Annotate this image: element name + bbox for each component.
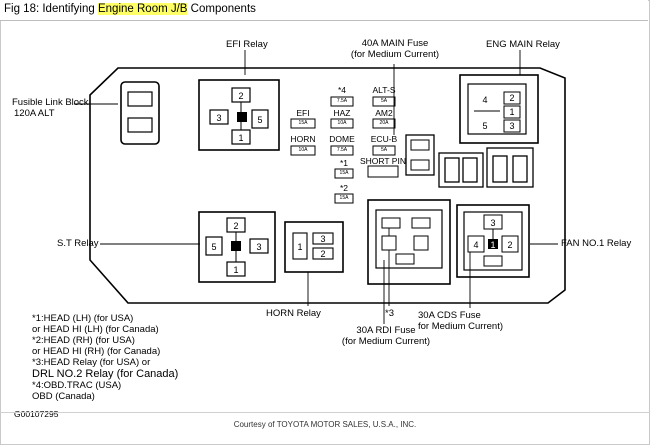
- note-line: or HEAD HI (LH) (for Canada): [32, 324, 159, 335]
- fan-relay-label: FAN NO.1 Relay: [561, 238, 632, 249]
- efi-relay-label: EFI Relay: [226, 39, 268, 50]
- rdi-fuse-label: 30A RDI Fuse (for Medium Current): [330, 325, 442, 347]
- fuse-star1-rating: 15A: [339, 170, 349, 176]
- st-pin-3: 3: [256, 242, 261, 252]
- fan-pin-2: 2: [507, 240, 512, 250]
- st-pin-1: 1: [233, 265, 238, 275]
- figure-title-suffix: Components: [187, 3, 256, 15]
- horn-pin-1: 1: [297, 242, 302, 252]
- cds-fuse-label-line2: for Medium Current): [418, 321, 503, 332]
- fan-pin-4: 4: [473, 240, 478, 250]
- junction-block-drawing: 2 3 5 1: [74, 50, 566, 324]
- note-line: *1:HEAD (LH) (for USA): [32, 313, 134, 324]
- fuse-star2-rating: 15A: [339, 195, 349, 201]
- fuse-star4-name: *4: [337, 85, 347, 95]
- fuse-am2-name: AM2: [375, 108, 393, 118]
- main-fuse-label-line1: 40A MAIN Fuse: [361, 38, 429, 49]
- figure-title-highlight: Engine Room J/B: [97, 3, 188, 15]
- fuse-efi-rating: 15A: [298, 120, 308, 126]
- medium-fuse-slots: [438, 147, 534, 188]
- figure-code: G00107295: [14, 409, 59, 419]
- main-fuse-label: 40A MAIN Fuse (for Medium Current): [340, 38, 450, 60]
- efi-pin-3: 3: [216, 113, 221, 123]
- courtesy-text: Courtesy of TOYOTA MOTOR SALES, U.S.A., …: [233, 420, 417, 429]
- fan-relay-socket: [456, 204, 530, 278]
- eng-main-pin-3: 3: [509, 121, 514, 131]
- block-outline: [89, 67, 566, 304]
- fuse-alts-name: ALT-S: [372, 85, 396, 95]
- rdi-fuse-label-line2: (for Medium Current): [341, 336, 431, 347]
- eng-main-relay-label: ENG MAIN Relay: [486, 39, 560, 50]
- fuse-haz-rating: 10A: [337, 120, 347, 126]
- fuse-ecub-rating: 5A: [380, 147, 388, 153]
- efi-pin-1: 1: [238, 133, 243, 143]
- fuse-star1-name: *1: [339, 158, 349, 168]
- fuse-haz-name: HAZ: [333, 108, 351, 118]
- note-line: *2:HEAD (RH) (for USA): [32, 335, 135, 346]
- fuse-star4-rating: 7.5A: [336, 98, 348, 104]
- star3-label: *3: [385, 308, 394, 319]
- horn-relay-socket: [284, 221, 344, 273]
- st-relay-socket: [198, 211, 276, 283]
- fuse-dome-name: DOME: [329, 134, 355, 144]
- fusible-link-block: [120, 81, 160, 145]
- eng-main-pin-5: 5: [482, 121, 487, 131]
- eng-main-pin-2: 2: [509, 93, 514, 103]
- fusible-link-label-line2: 120A ALT: [14, 108, 55, 119]
- main-fuse-label-line2: (for Medium Current): [350, 49, 440, 60]
- horn-pin-2: 2: [320, 249, 325, 259]
- eng-main-pin-1: 1: [509, 107, 514, 117]
- head-relay-socket: [367, 199, 451, 285]
- note-line: *4:OBD.TRAC (USA): [32, 380, 122, 391]
- notes-list: *1:HEAD (LH) (for USA) or HEAD HI (LH) (…: [32, 313, 178, 402]
- figure-header: Fig 18: Identifying Engine Room J/B Comp…: [0, 0, 648, 21]
- note-line: OBD (Canada): [32, 391, 95, 402]
- cds-fuse-label-line1: 30A CDS Fuse: [418, 310, 481, 321]
- efi-pin-5: 5: [257, 115, 262, 125]
- eng-main-pin-4: 4: [482, 95, 487, 105]
- st-relay-label: S.T Relay: [57, 238, 99, 249]
- fuse-star2-name: *2: [339, 183, 349, 193]
- horn-pin-3: 3: [320, 234, 325, 244]
- fan-pin-1: 1: [490, 240, 495, 250]
- note-line: or HEAD HI (RH) (for Canada): [32, 346, 161, 357]
- efi-relay-socket: [198, 79, 280, 151]
- horn-relay-label: HORN Relay: [266, 308, 321, 319]
- fusible-link-label: Fusible Link Block 120A ALT: [12, 97, 89, 119]
- fuse-slots: [290, 96, 399, 204]
- figure-title-prefix: Fig 18: Identifying: [4, 3, 98, 15]
- short-pin-label: SHORT PIN: [360, 156, 406, 166]
- note-line: DRL NO.2 Relay (for Canada): [32, 368, 179, 380]
- main-fuse: [405, 134, 435, 176]
- figure-title: Fig 18: Identifying Engine Room J/B Comp…: [4, 3, 256, 15]
- rdi-fuse-label-line1: 30A RDI Fuse: [356, 325, 416, 336]
- fuse-alts-rating: 5A: [380, 98, 388, 104]
- fan-pin-3: 3: [490, 218, 495, 228]
- st-pin-2: 2: [233, 221, 238, 231]
- junction-block-diagram: EFI Relay 40A MAIN Fuse (for Medium Curr…: [0, 20, 650, 420]
- efi-pin-2: 2: [238, 91, 243, 101]
- fuse-am2-rating: 20A: [379, 120, 389, 126]
- fuse-dome-rating: 7.5A: [336, 147, 348, 153]
- eng-main-relay-socket: [459, 74, 539, 144]
- fuse-horn-rating: 10A: [298, 147, 308, 153]
- fuse-efi-name: EFI: [296, 108, 310, 118]
- fusible-link-label-line1: Fusible Link Block: [12, 97, 89, 108]
- leader-lines: [74, 50, 558, 324]
- fuse-horn-name: HORN: [290, 134, 316, 144]
- cds-fuse-label: 30A CDS Fuse for Medium Current): [418, 310, 503, 332]
- footer-divider: [0, 412, 650, 413]
- st-pin-5: 5: [211, 242, 216, 252]
- fuse-ecub-name: ECU-B: [370, 134, 398, 144]
- note-line: *3:HEAD Relay (for USA) or: [32, 357, 151, 368]
